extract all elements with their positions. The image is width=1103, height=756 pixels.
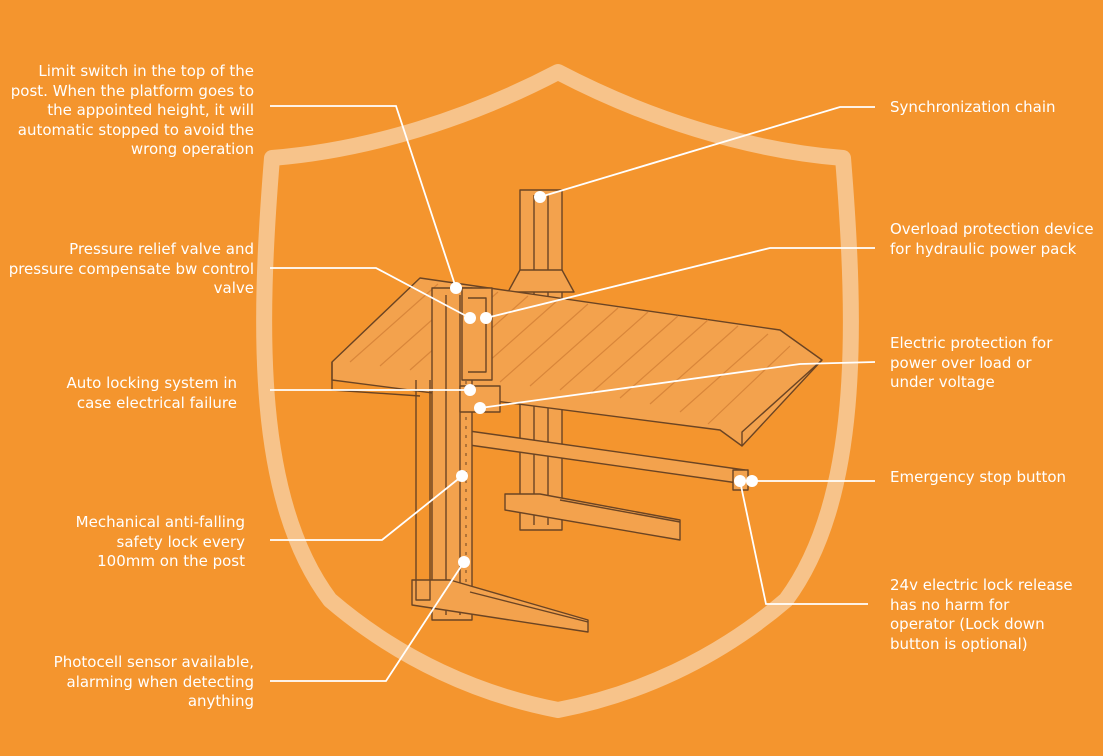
label-anti-falling: Mechanical anti-falling safety lock ever… [75, 513, 245, 570]
leader-photocell [270, 561, 465, 682]
leader-overload [485, 247, 875, 319]
dot-auto-locking [464, 384, 476, 396]
dot-sync-chain [534, 191, 546, 203]
label-sync-chain: Synchronization chain [890, 98, 1056, 116]
leader-electric-lock [739, 480, 868, 605]
parking-lift-icon [331, 189, 823, 633]
cross-tube [461, 429, 746, 485]
dot-anti-falling [456, 470, 468, 482]
label-electric-lock: 24v electric lock release has no harm fo… [890, 576, 1073, 653]
leader-pressure-relief [270, 267, 471, 319]
dot-emergency-stop [746, 475, 758, 487]
dot-limit-switch [450, 282, 462, 294]
callout-lines [270, 105, 876, 682]
platform-deck [331, 277, 823, 447]
leader-electric-protection [479, 361, 876, 409]
label-overload: Overload protection device for hydraulic… [890, 220, 1094, 258]
dot-photocell [458, 556, 470, 568]
front-base-rail [411, 579, 589, 633]
dot-electric-protection [474, 402, 486, 414]
callout-dots [450, 191, 758, 568]
label-limit-switch: Limit switch in the top of the post. Whe… [10, 62, 254, 158]
label-photocell: Photocell sensor available, alarming whe… [53, 653, 254, 710]
leader-sync-chain [539, 106, 875, 198]
dot-overload [480, 312, 492, 324]
label-auto-locking: Auto locking system in case electrical f… [66, 374, 237, 412]
label-emergency-stop: Emergency stop button [890, 468, 1067, 486]
label-electric-protection: Electric protection for power over load … [890, 334, 1053, 391]
dot-pressure-relief [464, 312, 476, 324]
leader-anti-falling [270, 475, 463, 541]
power-pack [461, 287, 493, 381]
dot-electric-lock [734, 475, 746, 487]
shield-outline-icon [256, 64, 859, 718]
rear-base-rail [504, 493, 681, 541]
leader-limit-switch [270, 105, 457, 289]
label-pressure-relief: Pressure relief valve and pressure compe… [8, 240, 254, 297]
